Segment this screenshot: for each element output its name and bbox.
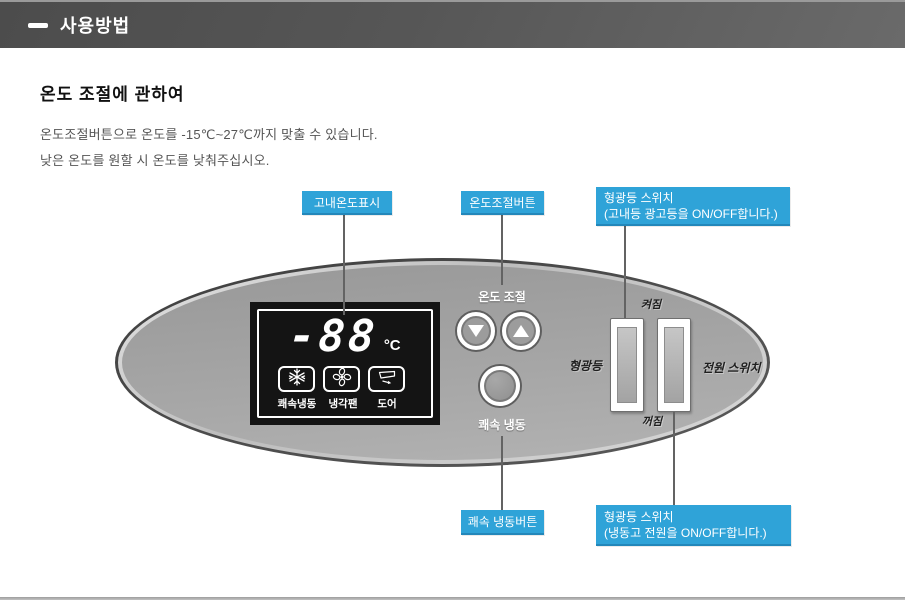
triangle-down-icon <box>468 325 484 337</box>
power-switch <box>657 318 691 412</box>
leader-line-temp-buttons <box>501 215 503 285</box>
temperature-display: -88 °C <box>250 302 440 425</box>
intro-text-line2: 낮은 온도를 원할 시 온도를 낮춰주십시오. <box>40 153 270 168</box>
callout-light-switch-line1: 형광등 스위치 <box>604 190 674 205</box>
intro-text-line1: 온도조절버튼으로 온도를 -15℃~27℃까지 맞출 수 있습니다. <box>40 127 378 142</box>
quick-freeze-indicator <box>278 366 315 392</box>
callout-power-switch: 형광등 스위치 (냉동고 전원을 ON/OFF합니다.) <box>596 505 791 546</box>
temperature-readout: -88 °C <box>250 311 440 362</box>
callout-quick-freeze: 쾌속 냉동버튼 <box>461 510 544 535</box>
section-header: 사용방법 <box>0 0 905 48</box>
quick-freeze-indicator-label: 쾌속냉동 <box>277 398 317 410</box>
page-title: 온도 조절에 관하여 <box>40 85 185 104</box>
temp-down-button <box>457 312 495 350</box>
fluorescent-switch-rocker <box>617 327 637 403</box>
door-indicator <box>368 366 405 392</box>
switch-off-label: 꺼짐 <box>641 416 663 428</box>
bottom-divider <box>0 597 905 600</box>
callout-light-switch-line2: (고내등 광고등을 ON/OFF합니다.) <box>604 206 778 221</box>
temperature-unit: °C <box>383 336 401 354</box>
dash-icon <box>28 22 48 28</box>
callout-display: 고내온도표시 <box>302 191 392 215</box>
quick-freeze-button-label: 쾌속 냉동 <box>478 418 526 432</box>
temp-control-label: 온도 조절 <box>478 290 526 304</box>
leader-line-light-switch <box>624 226 626 318</box>
triangle-up-icon <box>513 325 529 337</box>
quick-freeze-button <box>480 366 520 406</box>
switch-on-label: 켜짐 <box>640 299 662 311</box>
callout-power-switch-line1: 형광등 스위치 <box>604 509 674 524</box>
fluorescent-switch <box>610 318 644 412</box>
control-panel-oval-face <box>122 265 763 460</box>
callout-power-switch-line2: (냉동고 전원을 ON/OFF합니다.) <box>604 525 767 540</box>
temperature-value: -88 <box>287 311 380 362</box>
snowflake-icon <box>287 367 307 392</box>
fan-icon <box>332 367 352 392</box>
door-icon <box>376 369 398 390</box>
cooling-fan-indicator <box>323 366 360 392</box>
callout-temp-buttons: 온도조절버튼 <box>461 191 544 215</box>
display-indicator-row <box>278 366 405 392</box>
temp-up-button <box>502 312 540 350</box>
callout-light-switch: 형광등 스위치 (고내등 광고등을 ON/OFF합니다.) <box>596 187 790 226</box>
leader-line-quick-freeze <box>501 436 503 510</box>
leader-line-power-switch <box>673 412 675 505</box>
power-switch-label: 전원 스위치 <box>702 361 761 375</box>
section-title: 사용방법 <box>60 16 131 36</box>
door-indicator-label: 도어 <box>377 398 397 410</box>
leader-line-display <box>343 215 345 315</box>
fluorescent-switch-label: 형광등 <box>568 359 602 373</box>
cooling-fan-indicator-label: 냉각팬 <box>328 398 358 410</box>
power-switch-rocker <box>664 327 684 403</box>
temperature-display-frame <box>257 309 433 418</box>
